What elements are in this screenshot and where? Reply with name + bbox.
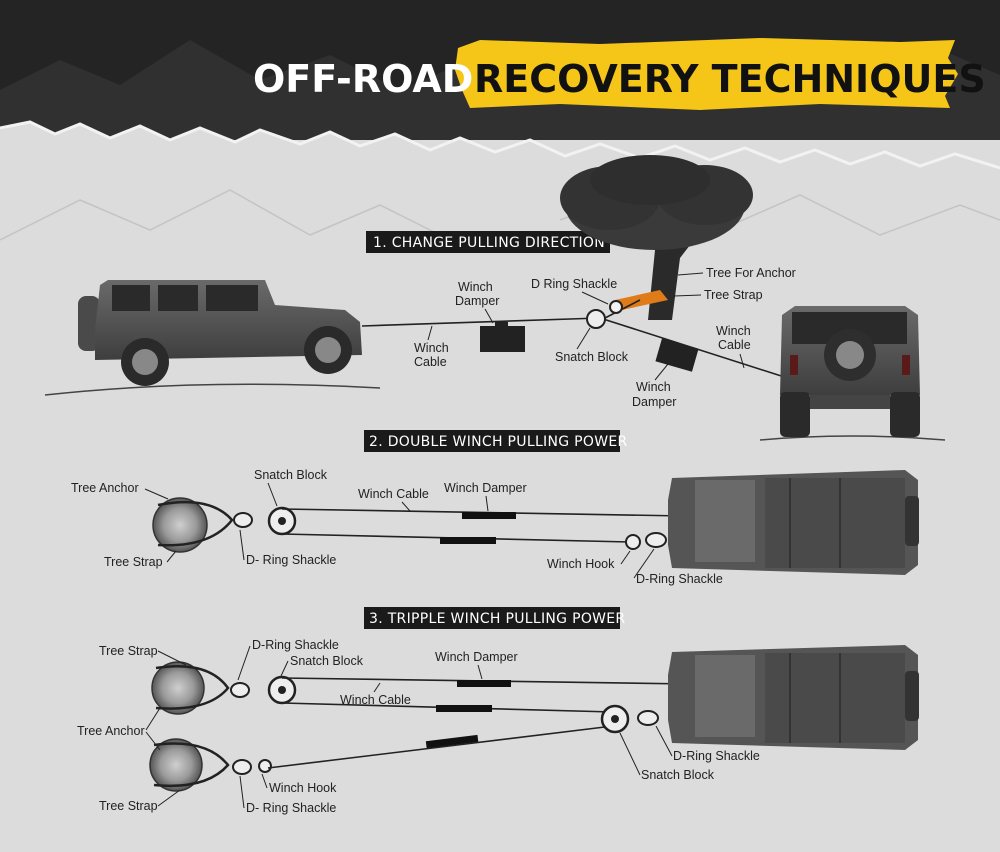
- header: OFF-ROAD RECOVERY TECHNIQUES: [0, 0, 1000, 180]
- label-winch-damper-1b-line1: Winch: [636, 380, 671, 394]
- section-1-heading-bg: [366, 231, 610, 253]
- label-snatch-block-3a: Snatch Block: [290, 654, 364, 668]
- tree-slice-3b: [149, 738, 203, 792]
- label-winch-cable-3: Winch Cable: [340, 693, 411, 707]
- tree-strap-orange: [615, 290, 668, 310]
- label-tree-strap-3b: Tree Strap: [99, 799, 158, 813]
- d-ring-shackle-3b: [232, 759, 252, 775]
- tree-anchor-illustration: [560, 155, 753, 320]
- label-tree-strap-1: Tree Strap: [704, 288, 763, 302]
- label-winch-hook-2: Winch Hook: [547, 557, 615, 571]
- winch-damper-3a: [457, 680, 511, 687]
- tree-slice-2: [152, 497, 208, 553]
- label-winch-cable-2: Winch Cable: [358, 487, 429, 501]
- d-ring-shackle-1: [609, 300, 623, 314]
- label-d-ring-shackle-3c: D-Ring Shackle: [673, 749, 760, 763]
- label-snatch-block-1: Snatch Block: [555, 350, 629, 364]
- label-tree-strap-3a: Tree Strap: [99, 644, 158, 658]
- label-tree-for-anchor: Tree For Anchor: [706, 266, 796, 280]
- tree-slice-3a: [151, 661, 205, 715]
- label-winch-damper-1a-line2: Damper: [455, 294, 499, 308]
- label-winch-hook-3: Winch Hook: [269, 781, 337, 795]
- d-ring-shackle-3c: [637, 710, 659, 726]
- label-tree-anchor-2: Tree Anchor: [71, 481, 139, 495]
- jeep-top-view-3: [668, 645, 919, 750]
- label-d-ring-shackle-2: D- Ring Shackle: [246, 553, 336, 567]
- label-d-ring-shackle-3b: D- Ring Shackle: [246, 801, 336, 815]
- label-winch-cable-1b-line1: Winch: [716, 324, 751, 338]
- label-winch-damper-1a-line1: Winch: [458, 280, 493, 294]
- title-highlight: [455, 38, 958, 110]
- label-winch-cable-1a-line2: Cable: [414, 355, 447, 369]
- snatch-block-1: [586, 309, 606, 329]
- section-3-heading: 3. TRIPPLE WINCH PULLING POWER: [369, 611, 625, 627]
- jeep-top-view-2: [668, 470, 919, 575]
- jeep-side-view: [78, 280, 362, 386]
- winch-damper-3c: [425, 734, 479, 749]
- winch-damper-1b: [655, 338, 699, 372]
- label-d-ring-shackle-3a: D-Ring Shackle: [252, 638, 339, 652]
- section-2: 2. DOUBLE WINCH PULLING POWER Tree Ancho…: [71, 430, 919, 586]
- title-part1: OFF-ROAD: [253, 57, 473, 101]
- title-part2: RECOVERY TECHNIQUES: [474, 57, 986, 101]
- section-3: 3. TRIPPLE WINCH PULLING POWER: [77, 607, 919, 815]
- label-winch-damper-2: Winch Damper: [444, 481, 527, 495]
- label-winch-cable-1a-line1: Winch: [414, 341, 449, 355]
- label-snatch-block-3b: Snatch Block: [641, 768, 715, 782]
- label-d-ring-shackle-2b: D-Ring Shackle: [636, 572, 723, 586]
- winch-hook-3: [258, 759, 272, 773]
- winch-damper-1a: [480, 322, 525, 352]
- label-tree-anchor-3: Tree Anchor: [77, 724, 145, 738]
- label-tree-strap-2: Tree Strap: [104, 555, 163, 569]
- d-ring-shackle-2b: [645, 532, 667, 548]
- label-d-ring-shackle-1: D Ring Shackle: [531, 277, 617, 291]
- winch-damper-3b: [436, 705, 492, 712]
- winch-damper-2b: [440, 537, 496, 544]
- winch-damper-2a: [462, 512, 516, 519]
- label-winch-damper-1b-line2: Damper: [632, 395, 676, 409]
- label-snatch-block-2: Snatch Block: [254, 468, 328, 482]
- section-1-heading: 1. CHANGE PULLING DIRECTION: [373, 235, 605, 251]
- d-ring-shackle-3a: [230, 682, 250, 698]
- label-winch-damper-3: Winch Damper: [435, 650, 518, 664]
- label-winch-cable-1b-line2: Cable: [718, 338, 751, 352]
- section-1: 1. CHANGE PULLING DIRECTION: [44, 155, 946, 441]
- section-2-heading: 2. DOUBLE WINCH PULLING POWER: [369, 434, 628, 450]
- jeep-rear-view: [780, 306, 920, 437]
- winch-hook-2: [625, 534, 641, 550]
- d-ring-shackle-2: [233, 512, 253, 528]
